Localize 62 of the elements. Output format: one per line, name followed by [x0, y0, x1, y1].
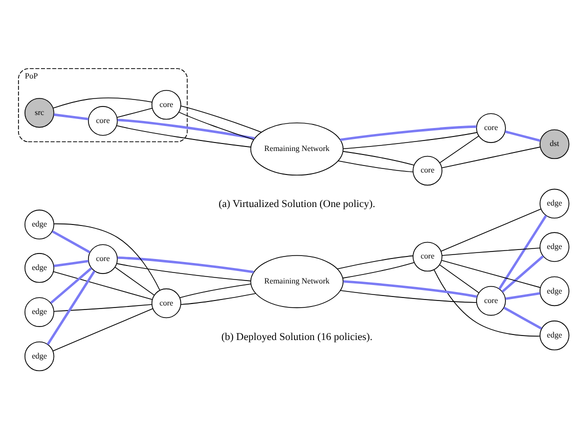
connector	[340, 125, 477, 141]
connector	[53, 304, 152, 312]
connector	[178, 112, 254, 140]
connector	[54, 223, 160, 291]
connector	[179, 284, 252, 298]
node-circle: edge	[24, 253, 54, 283]
connector	[439, 264, 480, 294]
node-circle: core	[151, 90, 182, 120]
node-ellipse: Remaining Network	[250, 255, 344, 308]
node-circle: core	[88, 244, 118, 274]
node-circle: edge	[24, 341, 54, 372]
node-circle: core	[412, 156, 442, 186]
connector	[117, 118, 255, 140]
connector	[343, 280, 478, 298]
connector	[114, 266, 155, 296]
connector	[50, 267, 92, 304]
connector	[342, 151, 414, 166]
connector	[440, 136, 480, 164]
node-circle: edge	[540, 276, 570, 306]
connector	[441, 146, 540, 168]
node-circle: edge	[24, 210, 54, 240]
connector	[505, 292, 540, 300]
node-circle: edge	[540, 320, 570, 350]
connector	[503, 306, 542, 330]
connector	[52, 230, 90, 254]
node-ellipse: Remaining Network	[250, 122, 344, 176]
connector	[52, 308, 154, 352]
connector	[342, 132, 478, 150]
node-circle: edge	[540, 232, 570, 262]
connector	[116, 108, 153, 118]
node-circle: edge	[540, 188, 570, 218]
node-circle: core	[476, 113, 506, 143]
node-circle: edge	[24, 297, 54, 327]
connector	[441, 260, 541, 288]
connector	[46, 270, 96, 346]
connector	[502, 255, 544, 293]
connector	[116, 125, 252, 148]
connector	[342, 262, 415, 278]
connector	[116, 263, 252, 282]
connector	[442, 248, 540, 256]
connector	[337, 255, 414, 270]
label: (b) Deployed Solution (16 policies).	[221, 332, 372, 343]
node-circle: core	[151, 288, 182, 318]
node-circle: core	[476, 286, 506, 316]
node-circle: core	[88, 106, 118, 136]
connector	[54, 260, 89, 268]
node-circle: dst	[540, 129, 570, 160]
connector	[434, 269, 540, 337]
connector	[340, 290, 477, 303]
connector	[440, 208, 542, 252]
connector	[52, 271, 153, 300]
connector	[52, 98, 153, 109]
node-circle: core	[412, 242, 442, 272]
connector	[180, 293, 256, 305]
connector	[54, 113, 89, 120]
connector	[180, 106, 262, 133]
label: (a) Virtualized Solution (One policy).	[218, 199, 376, 210]
connector	[338, 160, 414, 172]
connector	[504, 130, 541, 142]
connector	[498, 215, 548, 290]
connector	[117, 256, 254, 274]
node-circle: src	[24, 98, 54, 128]
